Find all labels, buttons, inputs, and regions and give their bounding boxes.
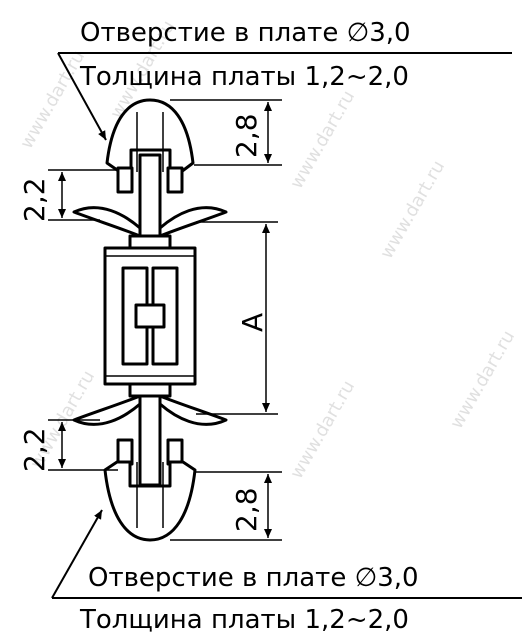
spacer-part	[72, 98, 228, 542]
svg-text:A: A	[236, 313, 269, 332]
dim-top-head: 2,8	[170, 99, 282, 166]
svg-text:2,2: 2,2	[18, 177, 51, 222]
dim-bottom-gap: 2,2	[18, 419, 118, 472]
top-wings	[72, 206, 142, 238]
bottom-head	[103, 460, 197, 542]
top-hole-label: Отверстие в плате ∅3,0	[80, 18, 411, 48]
svg-text:2,2: 2,2	[18, 427, 51, 472]
dim-a: A	[196, 221, 278, 415]
top-thickness-label: Толщина платы 1,2~2,0	[79, 62, 409, 92]
bottom-leader	[51, 509, 103, 599]
svg-text:2,8: 2,8	[230, 487, 263, 532]
dim-top-gap: 2,2	[18, 169, 118, 222]
top-leader	[57, 52, 107, 141]
svg-text:www.dart.ru: www.dart.ru	[16, 47, 89, 152]
bottom-hole-label: Отверстие в плате ∅3,0	[88, 563, 419, 593]
svg-text:2,8: 2,8	[230, 113, 263, 158]
svg-text:www.dart.ru: www.dart.ru	[446, 327, 519, 432]
svg-text:www.dart.ru: www.dart.ru	[286, 377, 359, 482]
svg-text:www.dart.ru: www.dart.ru	[286, 87, 359, 192]
svg-text:www.dart.ru: www.dart.ru	[376, 157, 449, 262]
bottom-thickness-label: Толщина платы 1,2~2,0	[79, 605, 409, 635]
bottom-wings	[72, 394, 142, 426]
dim-bottom-head: 2,8	[170, 471, 282, 541]
